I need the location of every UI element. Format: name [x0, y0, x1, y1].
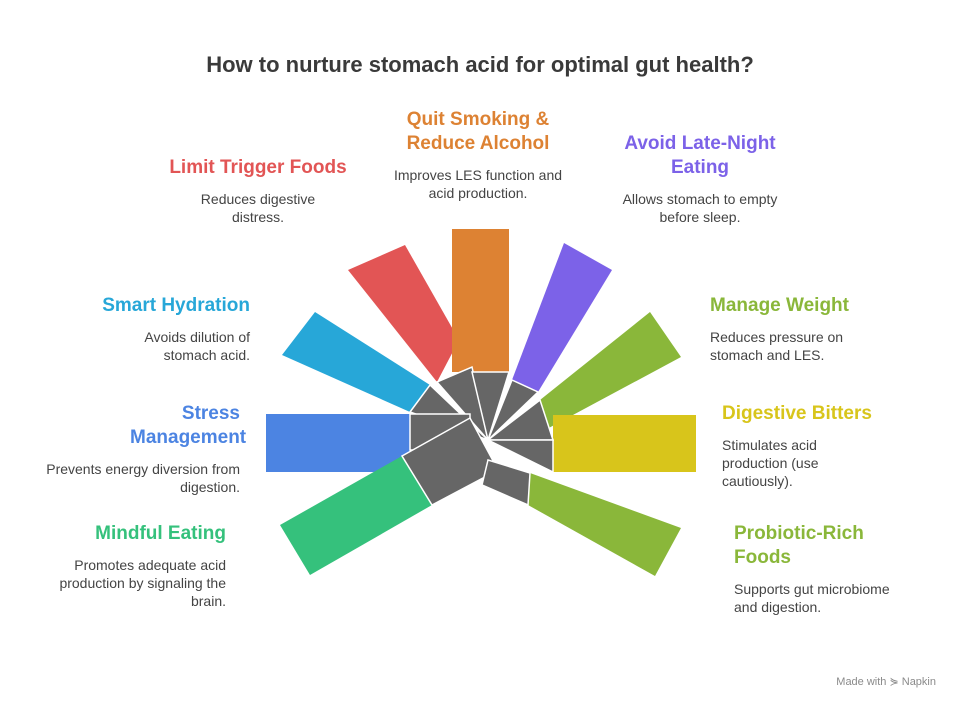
item-description: Improves LES function and acid productio…: [393, 167, 563, 201]
item-heading: Probiotic-Rich Foods: [734, 523, 864, 568]
item-description: Supports gut microbiome and digestion.: [734, 581, 890, 615]
item-manage-weight: Manage Weight Reduces pressure on stomac…: [710, 294, 910, 364]
item-heading: Digestive Bitters: [722, 403, 872, 424]
item-mindful-eating: Mindful Eating Promotes adequate acid pr…: [26, 522, 226, 610]
item-probiotic-rich-foods: Probiotic-Rich Foods Supports gut microb…: [734, 522, 934, 616]
item-description: Avoids dilution of stomach acid.: [144, 329, 250, 363]
item-heading: Stress Management: [130, 403, 247, 448]
blade-probiotic: [528, 473, 681, 576]
item-stress-management: Stress Management Prevents energy divers…: [40, 402, 247, 496]
item-heading: Smart Hydration: [102, 295, 250, 316]
item-smart-hydration: Smart Hydration Avoids dilution of stoma…: [50, 294, 250, 364]
item-heading: Mindful Eating: [95, 523, 226, 544]
item-heading: Quit Smoking & Reduce Alcohol: [406, 109, 550, 154]
item-digestive-bitters: Digestive Bitters Stimulates acid produc…: [722, 402, 922, 490]
blade-bitters: [553, 415, 696, 472]
fan-hub: [400, 365, 555, 507]
item-description: Reduces pressure on stomach and LES.: [710, 329, 844, 363]
blade-hydration: [282, 312, 430, 412]
blade-stress: [266, 414, 410, 472]
napkin-watermark: Made with ⋟ Napkin: [836, 676, 936, 688]
blade-trigger-foods: [348, 245, 459, 382]
item-description: Stimulates acid production (use cautious…: [722, 437, 819, 489]
blade-late-night: [512, 243, 612, 392]
item-description: Prevents energy diversion from digestion…: [46, 461, 240, 495]
page-title: How to nurture stomach acid for optimal …: [206, 52, 754, 77]
blade-weight: [540, 312, 681, 430]
item-quit-smoking: Quit Smoking & Reduce Alcohol Improves L…: [378, 108, 578, 202]
item-description: Allows stomach to empty before sleep.: [622, 191, 778, 225]
item-description: Reduces digestive distress.: [200, 191, 316, 225]
blade-quit-smoking: [452, 229, 509, 372]
item-heading: Manage Weight: [710, 295, 849, 316]
item-limit-trigger-foods: Limit Trigger Foods Reduces digestive di…: [158, 156, 358, 226]
item-avoid-late-night-eating: Avoid Late-Night Eating Allows stomach t…: [600, 132, 800, 226]
item-heading: Avoid Late-Night Eating: [624, 133, 776, 178]
blade-mindful: [280, 456, 432, 575]
item-heading: Limit Trigger Foods: [169, 157, 347, 178]
item-description: Promotes adequate acid production by sig…: [59, 557, 226, 609]
